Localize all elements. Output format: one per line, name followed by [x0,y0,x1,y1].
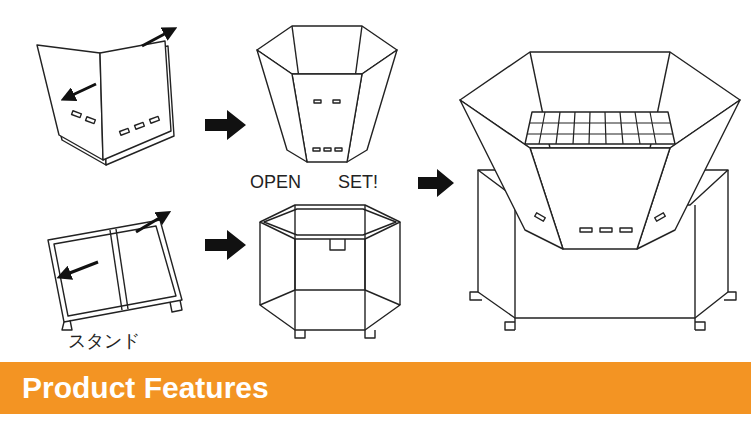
step-label: SET! [338,173,378,193]
step-arrow [418,169,454,197]
opened-stand [295,330,305,338]
assembled-fire-pit [460,52,740,330]
folded-panels [135,122,145,129]
band-heading: Product Features [0,371,269,405]
assembled-fire-pit [600,228,612,232]
step-arrow [205,230,246,260]
grill-grate [620,112,623,144]
assembled-fire-pit [505,322,515,330]
grill-grate [635,112,640,144]
assembled-fire-pit [514,205,515,330]
folded-stand [116,229,128,309]
step-label: スタンド [68,332,140,352]
folded-stand [54,226,176,316]
assembled-fire-pit [525,112,675,144]
opened-fire-pit [335,148,342,151]
grill-grate [556,112,560,144]
assembled-fire-pit [620,228,632,232]
opened-fire-pit [324,148,331,151]
folded-panels [100,41,171,160]
folded-panels [150,116,160,123]
opened-fire-pit [257,26,397,162]
opened-stand [365,330,375,338]
folded-panels [120,128,130,135]
grill-grate [529,122,671,123]
opened-stand [294,205,295,290]
opened-fire-pit [333,100,340,103]
folded-panels [86,117,96,124]
assembled-fire-pit [477,170,478,292]
folded-panels [37,30,174,165]
assembled-fire-pit [655,213,666,221]
opened-stand [330,239,345,250]
folded-panels [66,84,96,98]
opened-stand [259,222,260,305]
opened-fire-pit [314,100,321,103]
folded-stand [62,262,98,276]
grill-grate [527,133,673,134]
folded-stand [110,230,122,310]
folded-stand [48,214,182,330]
assembled-fire-pit [460,100,563,249]
opened-stand [399,222,400,305]
opened-fire-pit [313,148,320,151]
grill-grate [539,112,545,144]
folded-stand [136,214,166,232]
assembled-fire-pit [727,170,728,292]
grill-grate [573,112,575,144]
folded-panels [72,111,82,118]
opened-stand [264,209,396,235]
folded-panels [142,30,172,46]
grill-grate [605,112,606,144]
grill-grate [527,112,673,144]
assembly-illustration [37,26,740,338]
step-label: OPEN [250,173,301,193]
step-arrow [205,110,246,140]
assembled-fire-pit [694,205,695,330]
folded-stand [48,220,182,322]
assembled-fire-pit [470,292,482,300]
folded-stand [62,320,72,330]
assembled-fire-pit [695,322,705,330]
opened-stand [364,205,365,290]
grill-grate [589,112,590,144]
assembled-fire-pit [478,292,728,318]
assembled-fire-pit [580,228,592,232]
opened-stand [260,205,400,338]
opened-stand [260,290,400,330]
folded-panels [37,45,103,160]
folded-stand [170,300,182,312]
grill-grate [650,112,656,144]
feature-band: Product Features [0,362,751,414]
opened-fire-pit [257,50,307,162]
assembled-fire-pit [535,213,546,221]
assembled-fire-pit [724,292,736,300]
opened-stand [260,205,400,239]
